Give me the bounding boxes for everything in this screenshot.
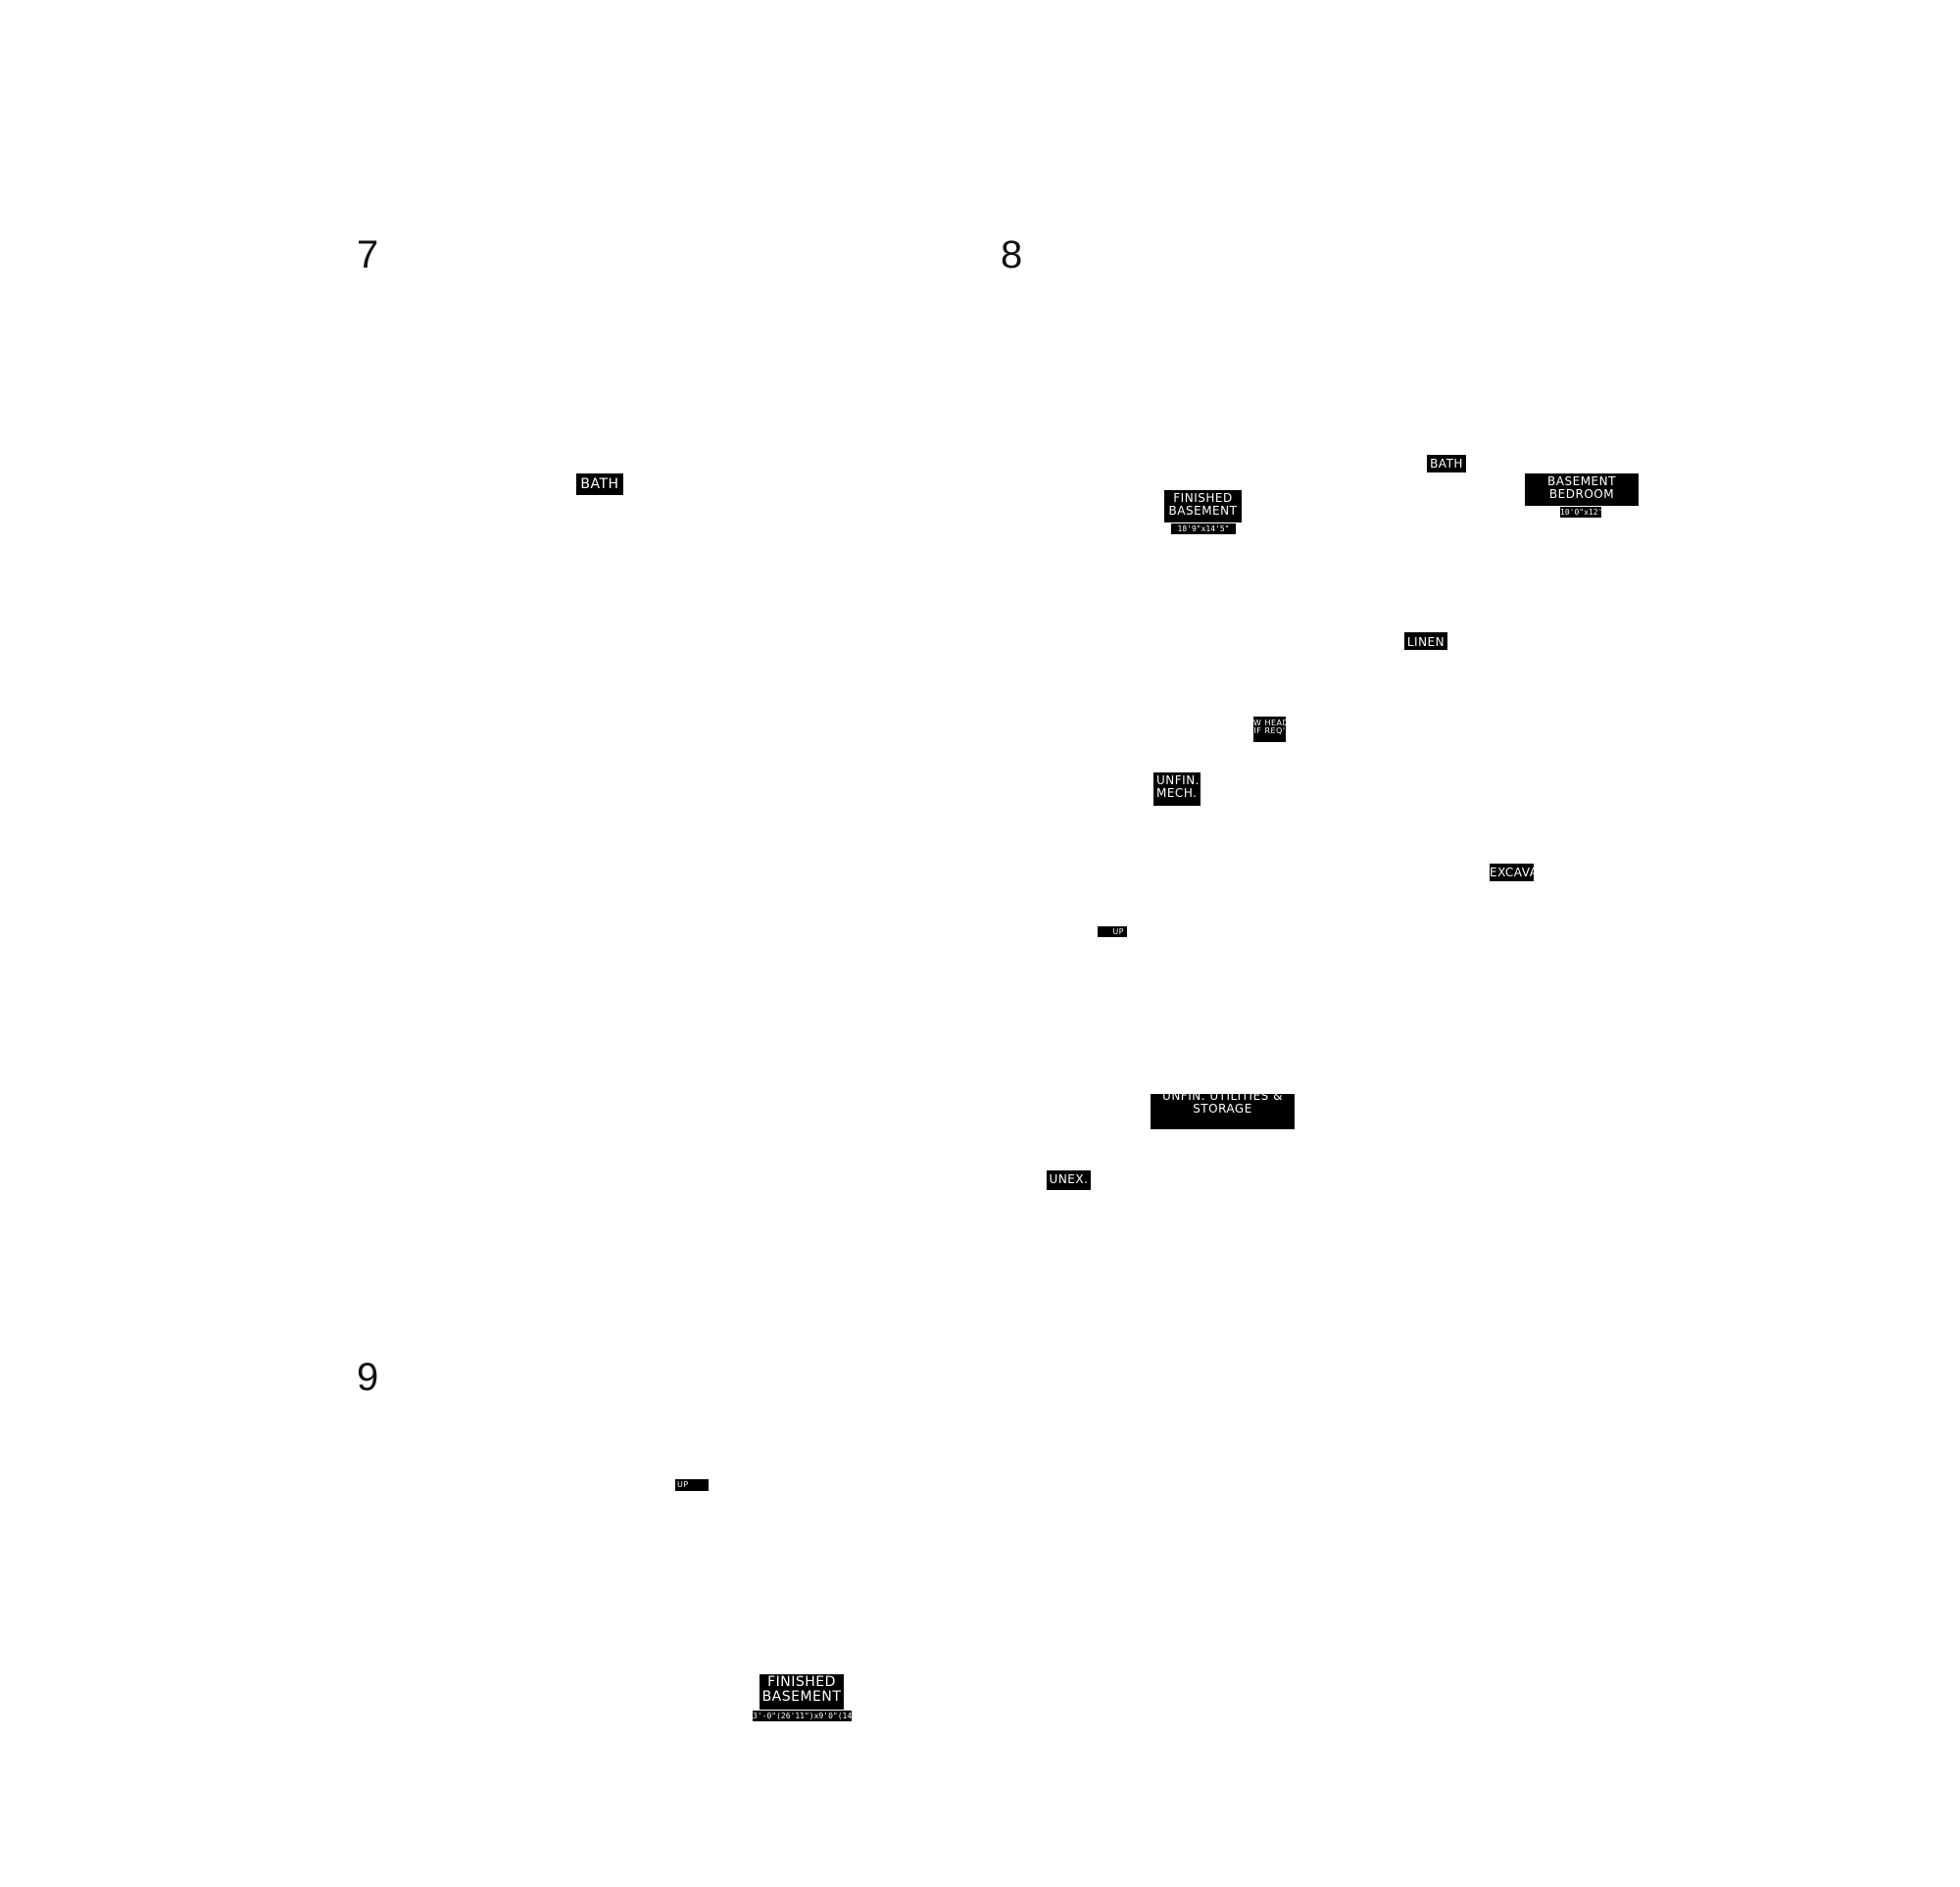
room-label-finished-basement: FINISHED BASEMENT bbox=[760, 1674, 844, 1710]
room-dimension: 10'0"x12'0" bbox=[1560, 507, 1601, 518]
room-label-line: MECH. bbox=[1156, 785, 1198, 800]
room-dimension: 18'9"x14'5" bbox=[1171, 523, 1236, 534]
room-label-line: STORAGE bbox=[1193, 1101, 1252, 1116]
room-label-line: FINISHED bbox=[767, 1674, 836, 1690]
room-label-line: BASEMENT bbox=[1168, 503, 1238, 518]
room-label-bath: BATH bbox=[1427, 455, 1466, 472]
room-label-basement-bedroom: BASEMENT BEDROOM bbox=[1525, 473, 1639, 506]
room-label-finished-basement: FINISHED BASEMENT bbox=[1164, 490, 1242, 522]
room-label-unfin-utilities: UNFIN. UTILITIES & STORAGE bbox=[1151, 1094, 1295, 1129]
room-label-line: BEDROOM bbox=[1548, 486, 1615, 501]
room-label-unfin-mech: UNFIN. MECH. bbox=[1153, 772, 1200, 806]
room-label-linen: LINEN bbox=[1404, 632, 1447, 650]
room-label-line: W HEADR bbox=[1253, 719, 1286, 727]
panel-number-9: 9 bbox=[357, 1356, 379, 1399]
room-dimension: 3'-0"(26'11")x9'0"(14'5" bbox=[753, 1711, 852, 1721]
room-label-line: BASEMENT bbox=[1547, 474, 1616, 488]
room-label-excava: EXCAVA bbox=[1490, 864, 1534, 881]
room-label-line: UNFIN. bbox=[1156, 773, 1200, 787]
room-label-header: W HEADR IF REQ' bbox=[1253, 717, 1286, 742]
stair-up-label: UP bbox=[675, 1479, 709, 1491]
room-label-line: IF REQ' bbox=[1253, 726, 1286, 736]
panel-number-7: 7 bbox=[357, 233, 379, 276]
panel-number-8: 8 bbox=[1001, 233, 1023, 276]
room-label-line: UNFIN. UTILITIES & bbox=[1162, 1094, 1283, 1103]
stair-up-label: UP bbox=[1098, 926, 1127, 937]
room-label-line: FINISHED bbox=[1173, 491, 1233, 505]
room-label-bath: BATH bbox=[576, 473, 623, 495]
room-label-line: BASEMENT bbox=[761, 1688, 842, 1705]
room-label-unex: UNEX. bbox=[1047, 1170, 1091, 1190]
